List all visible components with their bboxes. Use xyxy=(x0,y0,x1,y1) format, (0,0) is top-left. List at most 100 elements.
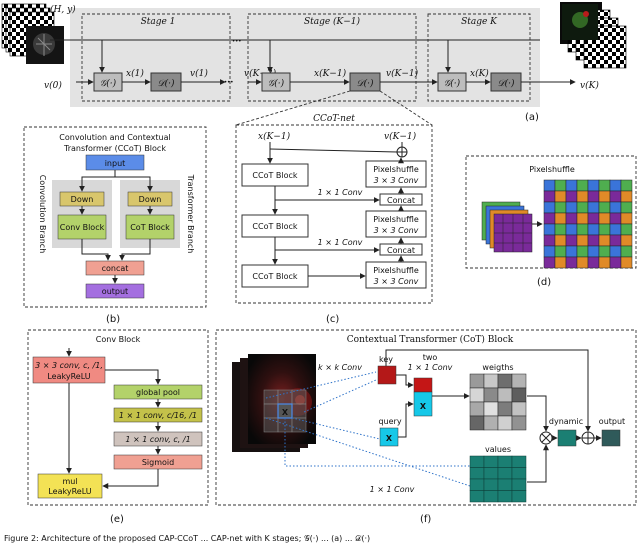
pixelshuffle-cell xyxy=(598,212,611,225)
xk1-label: x(K−1) xyxy=(314,68,347,79)
svg-text:𝒢(·): 𝒢(·) xyxy=(100,78,117,89)
ccot-x-in: x(K−1) xyxy=(258,131,291,142)
pixelshuffle-cell xyxy=(576,256,589,269)
cube-cell xyxy=(263,403,279,419)
pixelshuffle-cell xyxy=(587,212,600,225)
pixelshuffle-cell xyxy=(598,223,611,236)
pixelshuffle-cell xyxy=(543,190,556,203)
pixelshuffle-cell xyxy=(554,245,567,258)
svg-text:global pool: global pool xyxy=(136,388,180,397)
weights-cell xyxy=(497,387,513,403)
cube-cell xyxy=(291,417,307,433)
pixelshuffle-cell xyxy=(554,234,567,247)
pixelshuffle-cell xyxy=(554,190,567,203)
cube-cell xyxy=(263,417,279,433)
weights-cell xyxy=(497,373,513,389)
pixelshuffle-output-grid xyxy=(543,179,633,269)
svg-text:Transformer (CCoT) Block: Transformer (CCoT) Block xyxy=(63,144,166,153)
pixelshuffle-cell xyxy=(598,245,611,258)
pixelshuffle-cell xyxy=(554,256,567,269)
conv-block-b xyxy=(57,214,107,240)
svg-text:Pixelshuffle: Pixelshuffle xyxy=(529,165,575,174)
svg-text:mul: mul xyxy=(62,477,77,486)
svg-text:Transformer Branch: Transformer Branch xyxy=(186,174,195,254)
dynamic-block xyxy=(557,429,577,447)
pixelshuffle-cell xyxy=(554,201,567,214)
svg-text:output: output xyxy=(102,287,128,296)
pixelshuffle-cell xyxy=(609,212,622,225)
input-label: (H, y) xyxy=(50,4,76,15)
values-cell xyxy=(511,467,527,480)
panel-f: Contextual Transformer (CoT) Block X k ×… xyxy=(215,329,637,525)
weights-cell xyxy=(483,401,499,417)
values-cell xyxy=(497,478,513,491)
vk1-label: v(K−1) xyxy=(386,68,419,79)
pixelshuffle-input-stack xyxy=(481,201,533,253)
pixelshuffle-cell xyxy=(554,223,567,236)
panel-b-caption: (b) xyxy=(106,314,120,325)
values-cell xyxy=(511,478,527,491)
ellipsis-bottom: ··· xyxy=(224,78,233,88)
pixelshuffle-cell xyxy=(598,234,611,247)
svg-text:1 × 1 conv, c, /1: 1 × 1 conv, c, /1 xyxy=(125,435,190,444)
svg-text:CCoT Block: CCoT Block xyxy=(252,272,298,281)
output-stack-image xyxy=(560,2,627,69)
pixelshuffle-cell xyxy=(609,201,622,214)
svg-text:1 × 1 Conv: 1 × 1 Conv xyxy=(318,238,363,247)
concat-key-query-cyan xyxy=(413,391,433,417)
svg-text:concat: concat xyxy=(102,264,129,273)
v1-label: v(1) xyxy=(190,68,208,79)
panel-c: CCoT-net x(K−1) v(K−1) CCoT Block CCoT B… xyxy=(235,114,433,325)
values-grid xyxy=(469,455,527,503)
pixelshuffle-cell xyxy=(620,245,633,258)
svg-text:CCoT Block: CCoT Block xyxy=(252,222,298,231)
conv33-block-e xyxy=(32,356,106,384)
stage-1-label: Stage 1 xyxy=(141,17,176,27)
svg-text:output: output xyxy=(599,417,625,426)
svg-text:Sigmoid: Sigmoid xyxy=(142,458,174,467)
values-cell xyxy=(483,490,499,503)
pixelshuffle-cell xyxy=(543,245,556,258)
concat-key-query-red xyxy=(413,377,433,393)
svg-text:3 × 3 Conv: 3 × 3 Conv xyxy=(374,277,419,286)
input-stack-image xyxy=(1,3,64,64)
vk-label: v(K) xyxy=(580,80,599,91)
values-cell xyxy=(511,455,527,468)
weights-cell xyxy=(497,401,513,417)
svg-text:1 × 1 Conv: 1 × 1 Conv xyxy=(318,188,363,197)
pixelshuffle-cell xyxy=(565,223,578,236)
pixelshuffle-cell xyxy=(587,201,600,214)
pixelshuffle-cell xyxy=(565,234,578,247)
svg-text:𝒢(·): 𝒢(·) xyxy=(268,78,285,89)
svg-text:values: values xyxy=(485,445,511,454)
pixelshuffle-cell xyxy=(554,212,567,225)
panel-d: Pixelshuffle (d) xyxy=(465,155,637,288)
pixelshuffle-cell xyxy=(576,212,589,225)
svg-text:Pixelshuffle: Pixelshuffle xyxy=(373,165,419,174)
pixelshuffle-block-1 xyxy=(365,160,427,188)
pixelshuffle-cell xyxy=(620,234,633,247)
svg-text:Down: Down xyxy=(139,195,162,204)
pixelshuffle-cell xyxy=(587,223,600,236)
values-cell xyxy=(497,455,513,468)
pixelshuffle-cell xyxy=(576,223,589,236)
ellipsis-top: ··· xyxy=(232,37,241,47)
pixelshuffle-cell xyxy=(609,179,622,192)
svg-text:𝒢(·): 𝒢(·) xyxy=(444,78,461,89)
panel-f-frame xyxy=(215,329,637,506)
pixelshuffle-cell xyxy=(565,179,578,192)
svg-text:LeakyReLU: LeakyReLU xyxy=(48,487,91,496)
values-cell xyxy=(511,490,527,503)
svg-text:CoT Block: CoT Block xyxy=(130,223,170,232)
svg-text:1 × 1 Conv: 1 × 1 Conv xyxy=(370,485,415,494)
pixelshuffle-cell xyxy=(565,245,578,258)
pixelshuffle-cell xyxy=(576,179,589,192)
pixelshuffle-cell xyxy=(576,190,589,203)
figure-caption-fragment: Figure 2: Architecture of the proposed C… xyxy=(4,534,370,543)
svg-text:𝒟(·): 𝒟(·) xyxy=(356,78,374,89)
key-block xyxy=(377,365,397,385)
panel-e-caption: (e) xyxy=(110,514,124,525)
weights-cell xyxy=(469,401,485,417)
pixelshuffle-cell xyxy=(620,256,633,269)
weights-cell xyxy=(511,415,527,431)
